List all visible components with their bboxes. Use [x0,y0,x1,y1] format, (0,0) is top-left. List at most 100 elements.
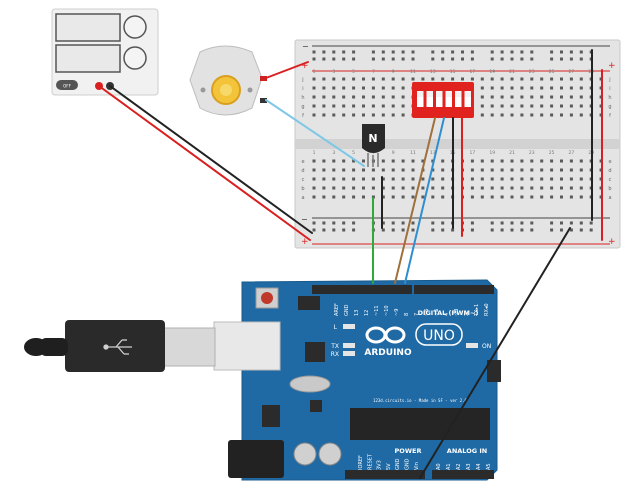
breadboard-hole[interactable] [480,113,484,117]
breadboard-hole[interactable] [431,159,435,163]
breadboard-hole[interactable] [371,168,375,172]
rail-hole[interactable] [342,221,346,225]
breadboard-hole[interactable] [362,86,365,90]
wire-lightblue-motor[interactable] [265,99,365,167]
breadboard-hole[interactable] [480,195,484,199]
breadboard-hole[interactable] [560,186,563,190]
rail-hole[interactable] [431,57,435,61]
rail-hole[interactable] [461,50,464,54]
breadboard-hole[interactable] [381,77,385,81]
breadboard-hole[interactable] [540,168,544,172]
breadboard-hole[interactable] [411,77,415,81]
breadboard-hole[interactable] [579,95,583,99]
breadboard-hole[interactable] [550,177,554,181]
breadboard-hole[interactable] [461,77,464,81]
breadboard-hole[interactable] [560,159,563,163]
rail-hole[interactable] [490,221,494,225]
breadboard-hole[interactable] [352,86,356,90]
breadboard-hole[interactable] [451,77,455,81]
breadboard-hole[interactable] [520,86,524,90]
rail-hole[interactable] [441,57,445,61]
rail-hole[interactable] [332,57,336,61]
breadboard-hole[interactable] [381,168,385,172]
breadboard-hole[interactable] [401,177,405,181]
rail-hole[interactable] [461,57,464,61]
breadboard-hole[interactable] [371,177,375,181]
motor-terminal-negative[interactable] [260,98,267,103]
breadboard-hole[interactable] [332,177,336,181]
rail-hole[interactable] [322,57,326,61]
dc-power-jack[interactable] [228,440,284,478]
breadboard-hole[interactable] [322,186,326,190]
rail-hole[interactable] [550,50,554,54]
breadboard-hole[interactable] [401,113,405,117]
rail-hole[interactable] [589,228,593,232]
breadboard-hole[interactable] [371,195,375,199]
breadboard-hole[interactable] [480,177,484,181]
breadboard-hole[interactable] [421,77,425,81]
breadboard-hole[interactable] [520,77,524,81]
rail-hole[interactable] [520,57,524,61]
icsp-header-right[interactable] [487,360,501,382]
breadboard-hole[interactable] [520,177,524,181]
rail-hole[interactable] [441,228,445,232]
breadboard-hole[interactable] [579,77,583,81]
breadboard-hole[interactable] [500,113,504,117]
breadboard-hole[interactable] [421,159,425,163]
rail-hole[interactable] [431,221,435,225]
breadboard-hole[interactable] [510,177,514,181]
breadboard-hole[interactable] [401,95,405,99]
breadboard-hole[interactable] [560,195,563,199]
rail-hole[interactable] [550,228,554,232]
rail-hole[interactable] [381,57,385,61]
rail-hole[interactable] [371,50,375,54]
rail-hole[interactable] [342,50,346,54]
usb-cable[interactable] [24,320,216,372]
breadboard-hole[interactable] [362,168,365,172]
breadboard-hole[interactable] [391,104,395,108]
motor-terminal-positive[interactable] [260,76,267,81]
breadboard-hole[interactable] [322,159,326,163]
breadboard-hole[interactable] [530,95,534,99]
breadboard-hole[interactable] [579,104,583,108]
breadboard-hole[interactable] [550,195,554,199]
rail-hole[interactable] [352,57,356,61]
breadboard-hole[interactable] [352,195,356,199]
breadboard-hole[interactable] [510,113,514,117]
rail-hole[interactable] [490,57,494,61]
wire-red-motor[interactable] [265,61,309,79]
wire-black-supply[interactable] [109,85,313,234]
breadboard-hole[interactable] [560,86,563,90]
breadboard-hole[interactable] [431,186,435,190]
breadboard-hole[interactable] [500,104,504,108]
breadboard-hole[interactable] [579,195,583,199]
breadboard-hole[interactable] [530,186,534,190]
rail-hole[interactable] [530,57,534,61]
breadboard-hole[interactable] [421,177,425,181]
breadboard-hole[interactable] [322,195,326,199]
breadboard-hole[interactable] [530,159,534,163]
rail-hole[interactable] [550,57,554,61]
breadboard-hole[interactable] [530,168,534,172]
rail-hole[interactable] [560,228,563,232]
breadboard-hole[interactable] [579,113,583,117]
rail-hole[interactable] [579,221,583,225]
breadboard-hole[interactable] [322,104,326,108]
breadboard-hole[interactable] [401,77,405,81]
breadboard-hole[interactable] [500,86,504,90]
rail-hole[interactable] [560,221,563,225]
breadboard-hole[interactable] [560,95,563,99]
breadboard-hole[interactable] [520,159,524,163]
rail-hole[interactable] [470,221,474,225]
breadboard-hole[interactable] [411,159,415,163]
breadboard-hole[interactable] [312,95,316,99]
rail-hole[interactable] [470,228,474,232]
breadboard-hole[interactable] [332,195,336,199]
breadboard-hole[interactable] [500,186,504,190]
breadboard-hole[interactable] [540,195,544,199]
breadboard-hole[interactable] [579,86,583,90]
breadboard-hole[interactable] [550,186,554,190]
breadboard-hole[interactable] [470,195,474,199]
rail-hole[interactable] [500,57,504,61]
